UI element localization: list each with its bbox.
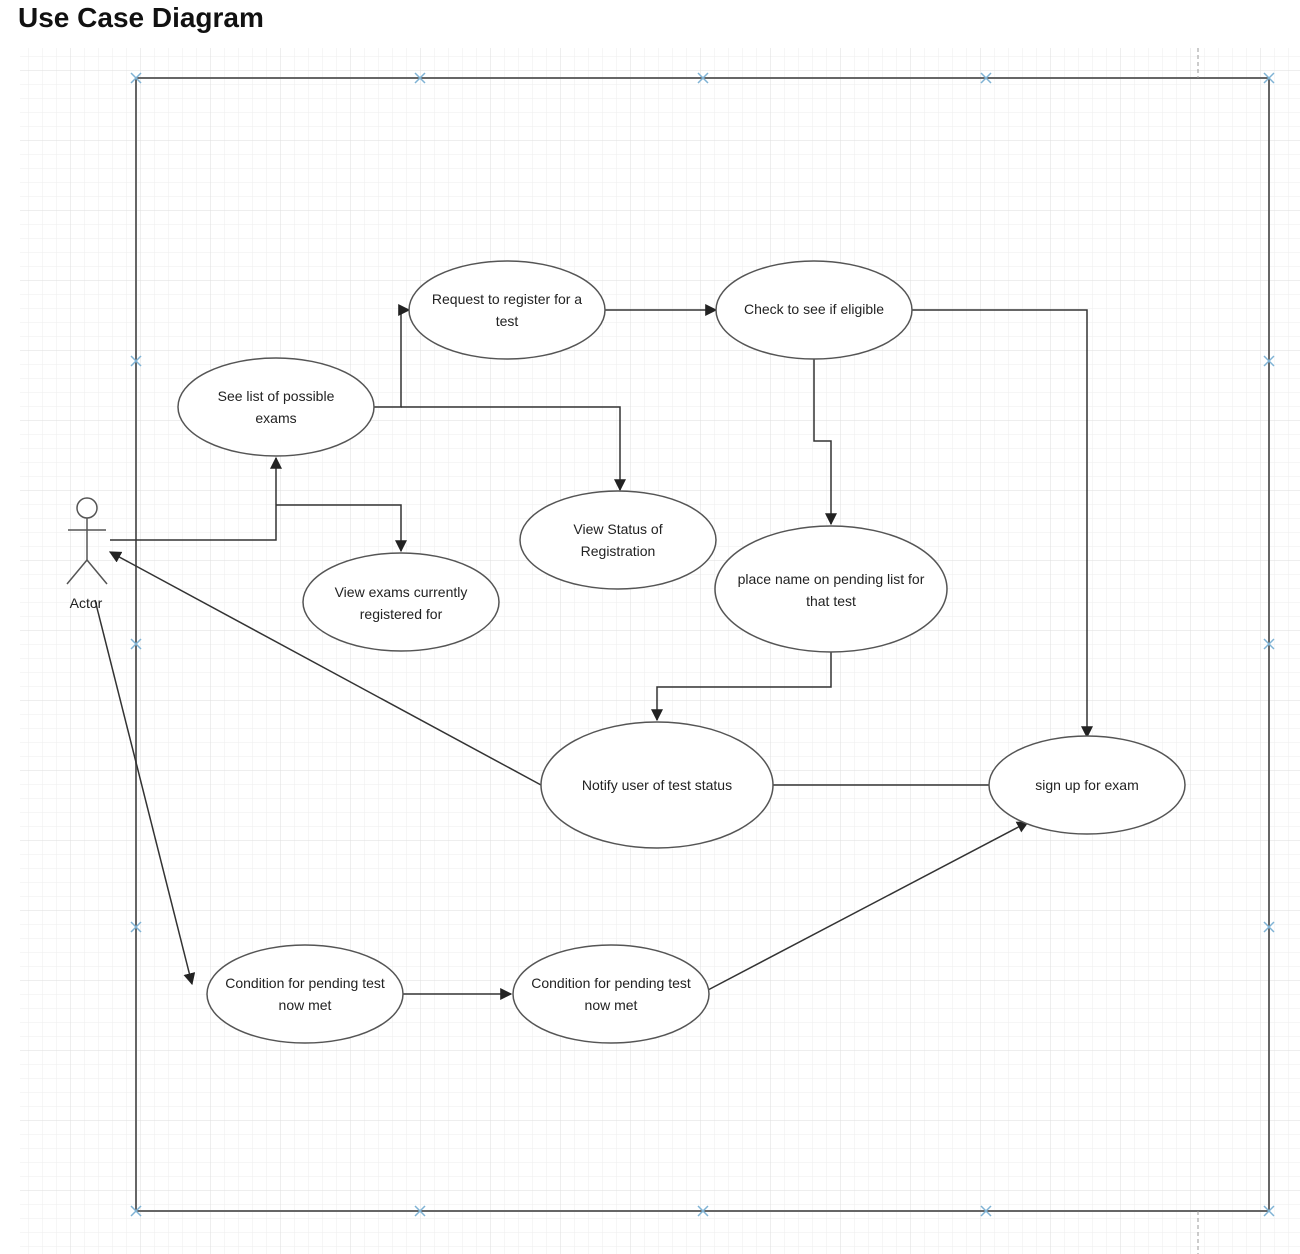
edge-check-to-place-name[interactable] [813,359,837,526]
condition-2-label-1: Condition for pending test [531,975,691,991]
use-case-condition-2[interactable] [512,944,710,1044]
edge-see-list-to-request[interactable] [374,304,411,408]
use-case-request-register[interactable] [408,260,606,360]
edge-notify-to-actor[interactable] [108,551,542,786]
condition-2-label-2: now met [585,997,638,1013]
page-title: Use Case Diagram [18,2,264,33]
check-eligible-label: Check to see if eligible [744,301,884,317]
condition-1-label-2: now met [279,997,332,1013]
view-exams-label-1: View exams currently [335,584,468,600]
use-case-see-list[interactable] [177,357,375,457]
view-status-label-2: Registration [581,543,656,559]
use-case-view-exams[interactable] [302,552,500,652]
use-case-place-name[interactable] [714,525,948,653]
use-case-condition-1[interactable] [206,944,404,1044]
edge-actor-to-view-exams[interactable] [276,504,407,553]
actor[interactable] [66,497,108,585]
view-exams-label-2: registered for [360,606,443,622]
use-case-view-status[interactable] [519,490,717,590]
place-name-label-2: that test [806,593,856,609]
edge-check-to-sign-up[interactable] [911,309,1093,739]
use-case-check-eligible[interactable] [715,260,913,360]
condition-1-label-1: Condition for pending test [225,975,385,991]
request-register-label-2: test [496,313,519,329]
place-name-label-1: place name on pending list for [738,571,925,587]
edge-actor-to-condition-1[interactable] [94,599,196,986]
sign-up-label: sign up for exam [1035,777,1139,793]
grid-background [20,48,1300,1254]
use-case-sign-up[interactable] [988,735,1186,835]
request-register-label-1: Request to register for a [432,291,582,307]
notify-user-label: Notify user of test status [582,777,732,793]
edge-see-list-to-view-status[interactable] [401,406,626,492]
edge-actor-to-see-list[interactable] [110,456,282,541]
view-status-label-1: View Status of [573,521,662,537]
see-list-label-2: exams [255,410,296,426]
stick-figure-icon [66,497,108,585]
see-list-label-1: See list of possible [218,388,335,404]
actor-label: Actor [70,595,103,611]
edge-condition-2-to-sign-up[interactable] [707,821,1030,991]
use-case-notify-user[interactable] [540,721,774,849]
edge-place-name-to-notify[interactable] [651,652,832,722]
selection-handles[interactable] [130,72,1275,1217]
